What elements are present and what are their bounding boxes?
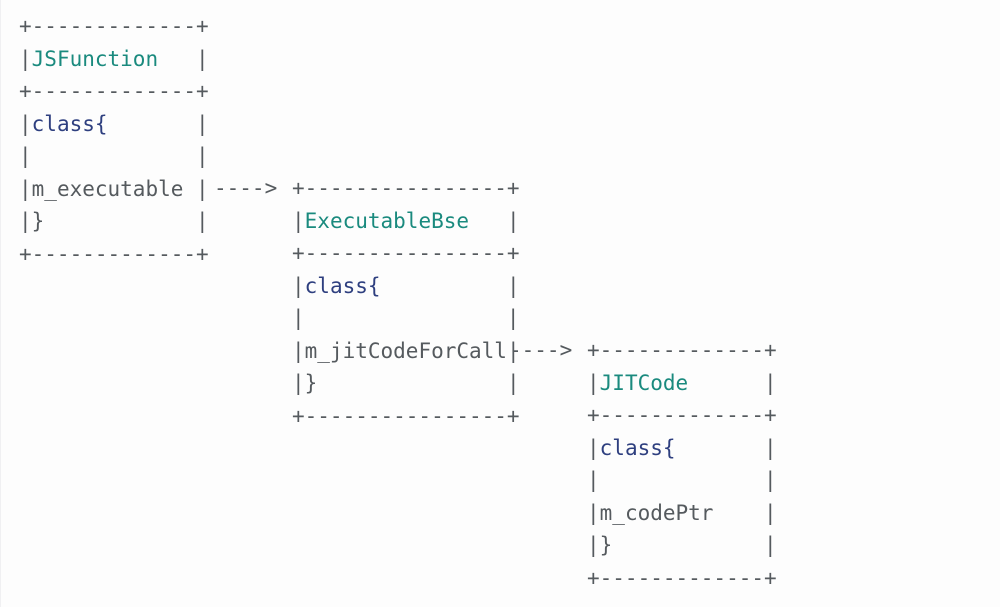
- row-pad: |: [713, 500, 777, 525]
- box-top-rule: +-------------+: [587, 338, 777, 362]
- box-mid-rule: +----------------+: [292, 241, 520, 265]
- title-pad: |: [688, 370, 777, 395]
- empty-row-jsfunction: | |: [19, 144, 209, 168]
- box-top-rule: +----------------+: [292, 176, 520, 200]
- pipe-left: |: [587, 370, 600, 395]
- box-bottom-rule: +----------------+: [292, 403, 520, 428]
- box-bottom-rule: +-------------+: [19, 241, 209, 266]
- member-m-codeptr: m_codePtr: [599, 500, 714, 525]
- pipe-left: |: [587, 533, 600, 557]
- closing-brace-jsfunction: }: [31, 209, 45, 233]
- keyword-class-executablebse: class{: [304, 273, 381, 298]
- pipe-left: |: [292, 371, 305, 395]
- row-pad: |: [183, 176, 209, 201]
- empty-row-executablebse: | |: [292, 306, 520, 330]
- box-mid-rule: +-------------+: [587, 403, 777, 427]
- empty-row-jitcode: | |: [587, 468, 777, 492]
- arrow-jsfunction-to-executablebse: ---->: [214, 176, 278, 200]
- keyword-class-jitcode: class{: [599, 435, 676, 460]
- class-box-jitcode: +-------------+ |JITCode | +------------…: [587, 334, 777, 594]
- class-name-executablebse: ExecutableBse: [304, 208, 470, 233]
- closing-brace-jitcode: }: [599, 533, 613, 557]
- pipe-left: |: [19, 111, 32, 136]
- arrow-executablebse-to-jitcode: ---->: [509, 338, 573, 362]
- class-name-jitcode: JITCode: [599, 370, 689, 395]
- title-pad: |: [469, 208, 520, 233]
- pipe-left: |: [587, 435, 600, 460]
- pipe-left: |: [292, 208, 305, 233]
- class-box-executablebse: +----------------+ |ExecutableBse | +---…: [292, 172, 520, 432]
- row-pad: |: [612, 533, 777, 557]
- pipe-left: |: [292, 338, 305, 363]
- pipe-left: |: [19, 209, 32, 233]
- row-pad: |: [380, 273, 520, 298]
- row-pad: |: [317, 371, 520, 395]
- row-pad: |: [107, 111, 209, 136]
- row-pad: |: [506, 338, 520, 363]
- class-box-jsfunction: +-------------+ |JSFunction | +---------…: [19, 10, 209, 270]
- member-m-jitcodeforcall: m_jitCodeForCall: [304, 338, 507, 363]
- row-pad: |: [675, 435, 777, 460]
- member-m-executable: m_executable: [31, 176, 184, 201]
- pipe-left: |: [292, 273, 305, 298]
- box-mid-rule: +-------------+: [19, 79, 209, 103]
- title-pad: |: [158, 46, 209, 71]
- class-name-jsfunction: JSFunction: [31, 46, 159, 71]
- pipe-left: |: [587, 500, 600, 525]
- keyword-class-jsfunction: class{: [31, 111, 108, 136]
- row-pad: |: [44, 209, 209, 233]
- closing-brace-executablebse: }: [304, 371, 318, 395]
- pipe-left: |: [19, 176, 32, 201]
- pipe-left: |: [19, 46, 32, 71]
- box-top-rule: +-------------+: [19, 14, 209, 38]
- box-bottom-rule: +-------------+: [587, 565, 777, 590]
